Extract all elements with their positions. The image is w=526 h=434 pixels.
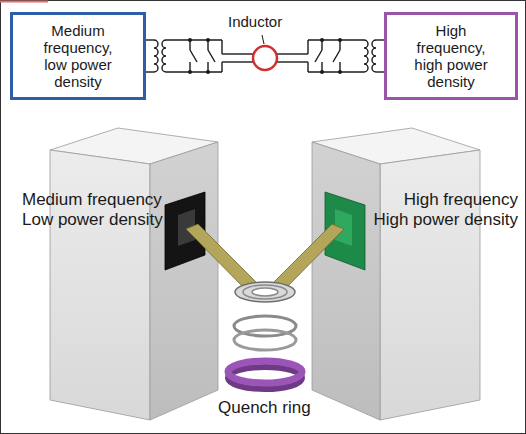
load-box: High frequency, high power density — [384, 12, 518, 100]
corner-mark — [0, 1, 48, 3]
callout-label: Inductor — [228, 13, 282, 31]
source-box: Medium frequency, low power density — [10, 12, 146, 100]
right-cabinet — [312, 128, 480, 420]
cabinet-label: High frequency High power density — [369, 190, 518, 231]
converter-circuit — [276, 38, 384, 74]
box-text: High frequency, high power density — [406, 22, 496, 91]
quench-ring — [228, 361, 302, 389]
cabinet-label: Medium frequency Low power density — [22, 190, 171, 231]
callout-label: Quench ring — [218, 398, 311, 418]
busbar — [186, 224, 344, 290]
box-text: Medium frequency, low power density — [33, 22, 123, 91]
converter-circuit — [146, 38, 254, 74]
leader-line — [262, 35, 264, 44]
inductor-symbol — [253, 46, 277, 70]
left-cabinet — [50, 128, 218, 420]
coil-assembly — [234, 282, 296, 350]
